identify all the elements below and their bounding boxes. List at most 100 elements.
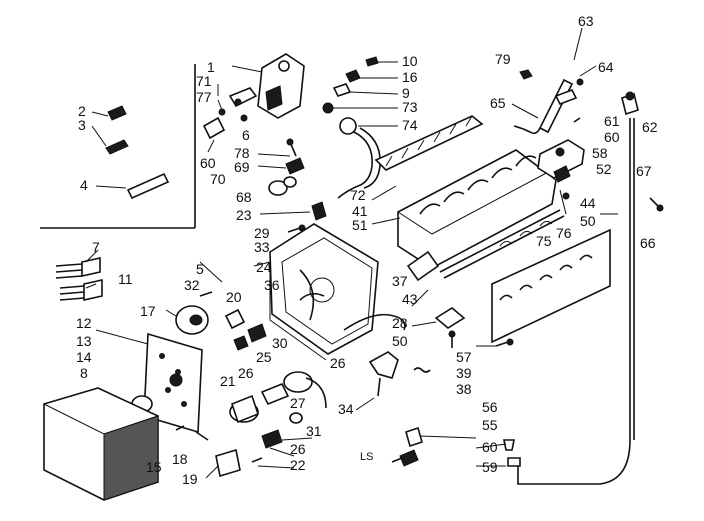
callout-25: 25: [256, 349, 272, 365]
part-wire-37: [343, 313, 406, 331]
callout-21: 21: [220, 373, 236, 389]
callout-64: 64: [598, 59, 614, 75]
callout-69: 69: [234, 159, 250, 175]
callout-52: 52: [596, 161, 612, 177]
callout-65: 65: [490, 95, 506, 111]
callout-34: 34: [338, 401, 354, 417]
part-thermostat-52: [553, 165, 571, 215]
part-connector-7: [55, 257, 101, 279]
part-bracket-19: [215, 448, 241, 478]
callout-30: 30: [272, 335, 288, 351]
part-screw-60-bottom: [503, 439, 515, 451]
callout-75: 75: [536, 233, 552, 249]
callout-36: 36: [264, 277, 280, 293]
callout-26-b: 26: [238, 365, 254, 381]
part-screw-15: [175, 425, 185, 431]
callout-22: 22: [290, 457, 306, 473]
part-water-valve-1: [202, 53, 305, 153]
part-clip-69: [285, 157, 305, 175]
part-timing-motor-21: [229, 394, 259, 424]
callout-28: 28: [392, 315, 408, 331]
part-wire-58: [573, 117, 581, 123]
part-gear-30: [283, 371, 327, 409]
callout-62: 62: [642, 119, 658, 135]
part-pin-18: [195, 431, 209, 441]
callout-51: 51: [352, 217, 368, 233]
drawing-mark: LS: [360, 451, 373, 463]
callout-5: 5: [196, 261, 204, 277]
part-fill-tube-63: [513, 78, 584, 135]
part-bail-arm-59: [507, 118, 635, 485]
callout-7: 7: [92, 239, 100, 255]
callout-11: 11: [118, 271, 133, 287]
callout-41: 41: [352, 203, 368, 219]
callout-79: 79: [495, 51, 511, 67]
callout-26-c: 26: [290, 441, 306, 457]
callout-78: 78: [234, 145, 250, 161]
callout-66: 66: [640, 235, 656, 251]
callout-43: 43: [402, 291, 418, 307]
callout-68: 68: [236, 189, 252, 205]
part-stripper-44: [491, 220, 611, 344]
callout-24: 24: [256, 259, 272, 275]
callout-4: 4: [80, 177, 88, 193]
part-screw-29: [287, 224, 306, 233]
callout-18: 18: [172, 451, 188, 467]
callout-3: 3: [78, 117, 86, 133]
part-ice-mold-51: [374, 115, 585, 269]
callout-71: 71: [196, 73, 212, 89]
callout-60-bottom: 60: [482, 439, 498, 455]
callout-13: 13: [76, 333, 92, 349]
callout-50: 50: [580, 213, 596, 229]
part-screw-50: [448, 330, 456, 348]
part-bracket-28: [434, 307, 466, 329]
callout-73: 73: [402, 99, 418, 115]
callout-15: 15: [146, 459, 162, 475]
callout-9: 9: [402, 85, 410, 101]
callout-labels: 63 79 64 65 61 60 62 58 52 67 44 50 76 7…: [76, 13, 658, 487]
callout-72: 72: [350, 187, 366, 203]
part-lever-38: [368, 351, 399, 397]
callout-67: 67: [636, 163, 652, 179]
part-clip-2: [91, 105, 127, 121]
callout-12: 12: [76, 315, 92, 331]
callout-60-left: 60: [200, 155, 216, 171]
callout-8: 8: [80, 365, 88, 381]
part-harness-55: [391, 426, 423, 467]
part-clip-22: [251, 457, 263, 463]
callout-37: 37: [392, 273, 408, 289]
callout-20: 20: [226, 289, 242, 305]
callout-63: 63: [578, 13, 594, 29]
callout-74: 74: [402, 117, 418, 133]
part-front-cover-8: [43, 387, 159, 501]
callout-55: 55: [482, 417, 498, 433]
callout-57: 57: [456, 349, 472, 365]
part-screw-57: [495, 338, 514, 347]
part-screw-32: [199, 291, 213, 297]
part-nut-79: [519, 69, 533, 80]
part-module-housing-33: [269, 223, 379, 361]
callout-77: 77: [196, 89, 212, 105]
callout-26: 26: [330, 355, 346, 371]
part-switch-31: [261, 429, 283, 449]
callout-10: 10: [402, 53, 418, 69]
part-mounting-plate-12: [143, 332, 203, 434]
part-cap-68: [268, 176, 297, 196]
callout-61: 61: [604, 113, 620, 129]
part-ejector-shaft-43: [406, 209, 565, 282]
callout-6: 6: [242, 127, 250, 143]
part-fittings-top: [322, 56, 381, 199]
callout-76: 76: [556, 225, 572, 241]
callout-2: 2: [78, 103, 86, 119]
callout-33: 33: [254, 239, 270, 255]
part-clip-23: [311, 201, 327, 221]
callout-19: 19: [182, 471, 198, 487]
callout-39: 39: [456, 365, 472, 381]
part-motor-17: [175, 305, 209, 335]
part-screw-67: [649, 197, 664, 212]
part-switch-20: [224, 308, 249, 351]
callout-60: 60: [604, 129, 620, 145]
callout-27: 27: [290, 395, 306, 411]
